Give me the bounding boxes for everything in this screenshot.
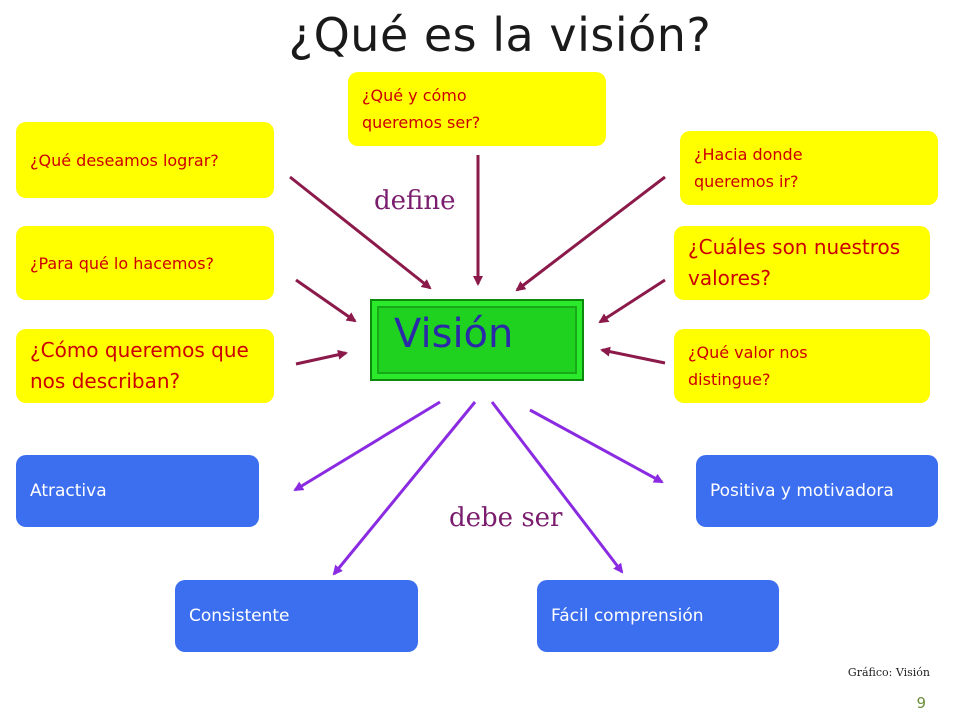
arrow-facil bbox=[490, 401, 624, 574]
quality-positiva: Positiva y motivadora bbox=[696, 455, 938, 527]
question-hacia-donde: ¿Hacia donde queremos ir? bbox=[680, 131, 938, 205]
page-title: ¿Qué es la visión? bbox=[288, 8, 712, 62]
question-valores-text: ¿Cuáles son nuestros valores? bbox=[688, 235, 901, 290]
question-que-como: ¿Qué y cómo queremos ser? bbox=[348, 72, 606, 146]
question-para-que-text: ¿Para qué lo hacemos? bbox=[30, 253, 215, 273]
quality-atractiva-text: Atractiva bbox=[30, 481, 107, 501]
vision-center-label: Visión bbox=[394, 311, 514, 357]
question-lograr: ¿Qué deseamos lograr? bbox=[16, 122, 274, 198]
arrow-lograr bbox=[289, 175, 432, 290]
question-describan: ¿Cómo queremos que nos describan? bbox=[16, 329, 274, 403]
question-distingue: ¿Qué valor nos distingue? bbox=[674, 329, 930, 403]
page-number: 9 bbox=[916, 694, 926, 712]
question-que-como-text: ¿Qué y cómo queremos ser? bbox=[362, 86, 481, 132]
debe-ser-label: debe ser bbox=[449, 503, 563, 533]
question-hacia-donde-text: ¿Hacia donde queremos ir? bbox=[694, 145, 803, 191]
quality-facil-text: Fácil comprensión bbox=[551, 606, 704, 626]
question-describan-text: ¿Cómo queremos que nos describan? bbox=[30, 338, 249, 393]
question-para-que: ¿Para qué lo hacemos? bbox=[16, 226, 274, 300]
arrow-atractiva bbox=[293, 400, 441, 492]
question-valores: ¿Cuáles son nuestros valores? bbox=[674, 226, 930, 300]
quality-consistente-text: Consistente bbox=[189, 606, 290, 626]
question-lograr-text: ¿Qué deseamos lograr? bbox=[30, 150, 219, 170]
arrow-positiva bbox=[529, 408, 664, 484]
question-distingue-text: ¿Qué valor nos distingue? bbox=[688, 343, 808, 389]
arrow-valores bbox=[598, 278, 666, 324]
arrow-hacia-donde bbox=[515, 175, 666, 292]
arrow-describan bbox=[295, 349, 348, 366]
quality-consistente: Consistente bbox=[175, 580, 418, 652]
figure-caption: Gráfico: Visión bbox=[847, 666, 930, 679]
arrow-distingue bbox=[600, 346, 666, 365]
define-label: define bbox=[374, 186, 456, 216]
quality-positiva-text: Positiva y motivadora bbox=[710, 481, 894, 501]
quality-facil: Fácil comprensión bbox=[537, 580, 779, 652]
arrow-consistente bbox=[332, 401, 477, 576]
vision-center-box: Visión bbox=[370, 299, 584, 381]
quality-atractiva: Atractiva bbox=[16, 455, 259, 527]
arrow-para-que bbox=[295, 278, 357, 323]
